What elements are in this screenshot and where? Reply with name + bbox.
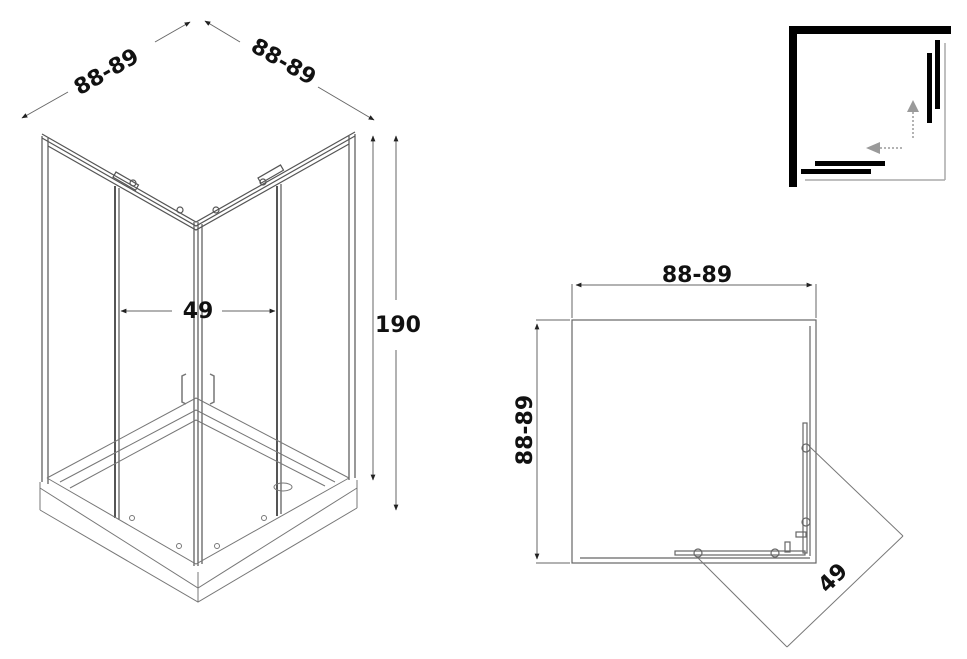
dimension-label-door-opening: 49 bbox=[183, 299, 214, 324]
dimension-width-right bbox=[204, 20, 375, 121]
plan-dimension-door-opening bbox=[697, 446, 904, 648]
plan-view: 88-89 88-89 bbox=[513, 263, 904, 648]
dimension-label-width-left: 88-89 bbox=[70, 44, 143, 101]
dimension-label-width-right: 88-89 bbox=[247, 34, 320, 91]
plan-dimension-label-door-opening: 49 bbox=[814, 559, 853, 598]
shower-tray bbox=[39, 397, 358, 603]
plan-dimension-label-depth: 88-89 bbox=[513, 395, 538, 465]
dimension-height bbox=[370, 135, 399, 511]
corner-sliding-door-icon bbox=[789, 26, 951, 187]
enclosure-frame bbox=[41, 131, 356, 566]
plan-outline bbox=[571, 319, 817, 564]
plan-dimension-label-width: 88-89 bbox=[662, 263, 732, 288]
dimension-label-height: 190 bbox=[375, 313, 421, 338]
door-handles bbox=[181, 373, 215, 405]
dimension-width-left bbox=[21, 21, 191, 119]
isometric-view: 88-89 88-89 190 bbox=[21, 20, 421, 603]
